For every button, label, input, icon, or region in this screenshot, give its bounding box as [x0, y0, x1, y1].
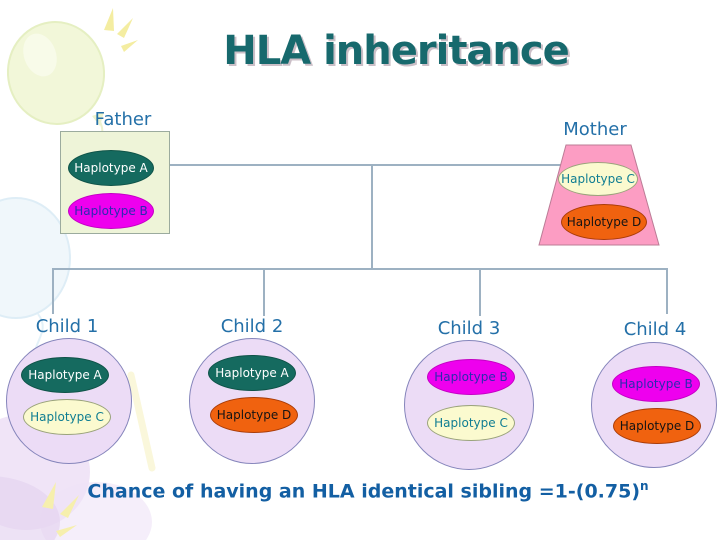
haplotype-c-label: Haplotype C	[30, 410, 104, 424]
streak-decoration	[127, 371, 156, 472]
child-2-haplotype-a-ellipse: Haplotype A	[208, 355, 296, 391]
formula-text: Chance of having an HLA identical siblin…	[87, 480, 641, 503]
child-3-haplotype-c-ellipse: Haplotype C	[427, 405, 515, 441]
child-1-haplotype-a-ellipse: Haplotype A	[21, 357, 109, 393]
sibling-chance-formula: Chance of having an HLA identical siblin…	[0, 479, 720, 502]
haplotype-d-label: Haplotype D	[216, 408, 292, 422]
child-3-label: Child 3	[437, 318, 501, 339]
haplotype-b-label: Haplotype B	[74, 204, 148, 218]
child-1-haplotype-c-ellipse: Haplotype C	[23, 399, 111, 435]
haplotype-a-label: Haplotype A	[215, 366, 289, 380]
mother-haplotype-d-ellipse: Haplotype D	[561, 204, 647, 240]
child-4-haplotype-b-ellipse: Haplotype B	[612, 366, 700, 402]
child-1-label: Child 1	[35, 316, 99, 337]
haplotype-b-label: Haplotype B	[619, 377, 693, 391]
father-label: Father	[94, 109, 152, 130]
child-4-haplotype-d-ellipse: Haplotype D	[613, 408, 701, 444]
haplotype-d-label: Haplotype D	[619, 419, 695, 433]
child-2-haplotype-d-ellipse: Haplotype D	[210, 397, 298, 433]
children-bus-line	[52, 268, 668, 314]
father-haplotype-b-ellipse: Haplotype B	[68, 193, 154, 229]
child-2-label: Child 2	[220, 316, 284, 337]
haplotype-c-label: Haplotype C	[434, 416, 508, 430]
child-4-circle	[591, 342, 717, 468]
child-4-label: Child 4	[623, 319, 687, 340]
haplotype-a-label: Haplotype A	[28, 368, 102, 382]
haplotype-b-label: Haplotype B	[434, 370, 508, 384]
mother-label: Mother	[563, 119, 627, 140]
slide-title: HLA inheritance	[223, 28, 570, 74]
haplotype-d-label: Haplotype D	[566, 215, 642, 229]
formula-exponent: n	[640, 479, 649, 493]
haplotype-c-label: Haplotype C	[561, 172, 635, 186]
child-3-haplotype-b-ellipse: Haplotype B	[427, 359, 515, 395]
mother-haplotype-c-ellipse: Haplotype C	[558, 162, 638, 196]
father-haplotype-a-ellipse: Haplotype A	[68, 150, 154, 186]
haplotype-a-label: Haplotype A	[74, 161, 148, 175]
